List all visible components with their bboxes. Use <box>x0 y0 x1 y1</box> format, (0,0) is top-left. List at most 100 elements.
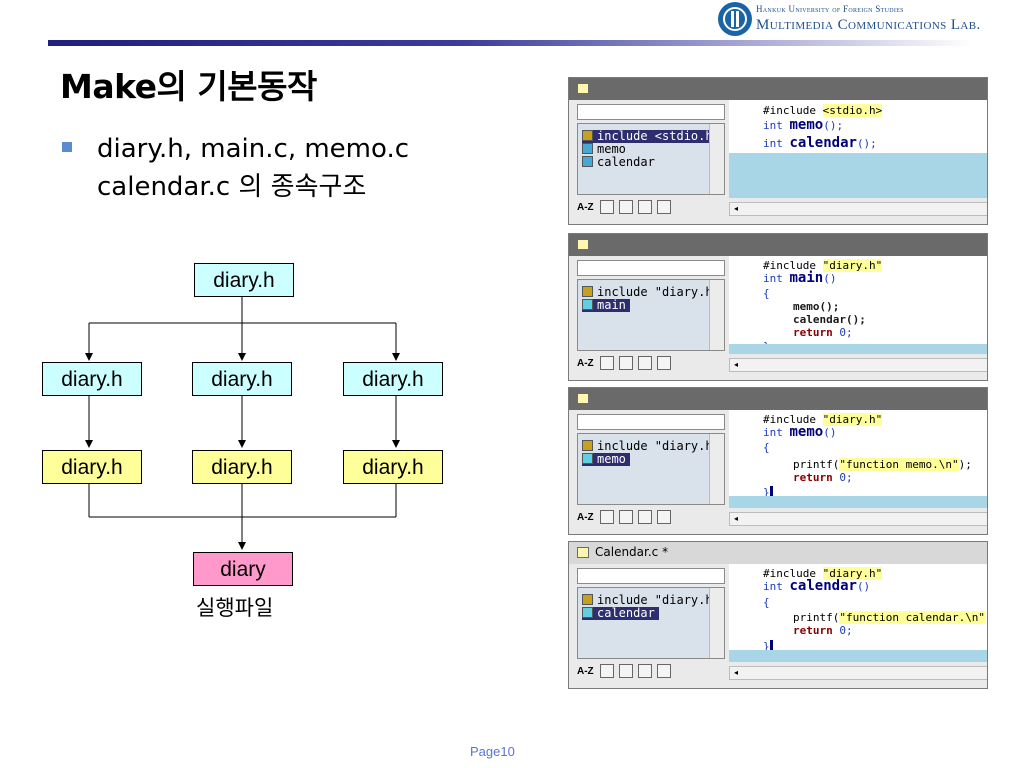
list-view-icon[interactable] <box>599 664 614 678</box>
file-icon <box>577 83 589 94</box>
tree-toolbar: A-Z <box>577 356 727 374</box>
university-name: Hankuk University of Foreign Studies <box>756 4 904 14</box>
code-line: return 0; <box>793 471 853 484</box>
symbol-combo[interactable] <box>577 414 725 430</box>
category-view-icon[interactable] <box>618 200 633 214</box>
horizontal-scrollbar[interactable]: ◂ <box>729 358 987 372</box>
sort-az-button[interactable]: A-Z <box>577 665 594 677</box>
code-line: #include <stdio.h> <box>763 104 883 117</box>
tree-item-main[interactable]: main <box>582 299 630 312</box>
list-view-icon[interactable] <box>599 510 614 524</box>
node-diary-h-left: diary.h <box>42 362 142 396</box>
node-diary-executable: diary <box>193 552 293 586</box>
tree-item-include[interactable]: include "diary.h" <box>582 594 720 607</box>
book-icon[interactable] <box>637 510 652 524</box>
book-icon[interactable] <box>637 200 652 214</box>
node-diary-h-left-2: diary.h <box>42 450 142 484</box>
tree-item-label: calendar <box>597 155 655 169</box>
file-icon <box>577 547 589 558</box>
symbol-combo[interactable] <box>577 568 725 584</box>
symbol-combo[interactable] <box>577 260 725 276</box>
code-line: } <box>763 486 773 499</box>
book-icon[interactable] <box>637 356 652 370</box>
text-cursor <box>769 640 773 651</box>
lab-name: Multimedia Communications Lab. <box>756 17 981 33</box>
tree-item-include[interactable]: include "diary.h" <box>582 440 720 453</box>
sort-az-button[interactable]: A-Z <box>577 357 594 369</box>
bullet-marker <box>62 142 72 152</box>
code-line: { <box>763 441 770 454</box>
include-icon <box>582 286 593 297</box>
page-value: 10 <box>500 744 515 759</box>
horizontal-scrollbar[interactable]: ◂ <box>729 202 987 216</box>
properties-icon[interactable] <box>656 510 671 524</box>
node-diary-h-right-2: diary.h <box>343 450 443 484</box>
category-view-icon[interactable] <box>618 356 633 370</box>
tree-item-label: include "diary.h" <box>597 439 720 453</box>
tree-item-calendar[interactable]: calendar <box>582 607 659 620</box>
code-line: } <box>763 640 773 653</box>
properties-icon[interactable] <box>656 356 671 370</box>
editor-panel-3: include "diary.h" memo A-Z #include "dia… <box>568 387 988 535</box>
editor-panel-1: include <stdio.h> memo calendar A-Z #inc… <box>568 77 988 225</box>
code-editor[interactable]: #include "diary.h" int calendar() { prin… <box>729 564 987 662</box>
tree-toolbar: A-Z <box>577 200 727 218</box>
sort-az-button[interactable]: A-Z <box>577 201 594 213</box>
code-line: #include "diary.h" <box>763 259 883 272</box>
code-line: printf("function calendar.\n"); <box>793 611 987 624</box>
symbol-tree: include "diary.h" main <box>577 279 725 351</box>
code-line: return 0; <box>793 326 853 339</box>
page-label: Page <box>470 744 501 759</box>
properties-icon[interactable] <box>656 200 671 214</box>
bullet-text: diary.h, main.c, memo.c calendar.c 의 종속구… <box>97 130 409 206</box>
properties-icon[interactable] <box>656 664 671 678</box>
tree-item-memo[interactable]: memo <box>582 453 630 466</box>
tree-scrollbar[interactable] <box>709 588 724 658</box>
tree-item-include[interactable]: include "diary.h" <box>582 286 720 299</box>
function-icon <box>582 143 593 154</box>
panel-titlebar <box>569 78 987 100</box>
tree-item-include[interactable]: include <stdio.h> <box>582 130 724 143</box>
text-cursor <box>769 486 773 497</box>
code-line: calendar(); <box>793 313 866 326</box>
tree-item-label: include "diary.h" <box>597 593 720 607</box>
code-line: memo(); <box>793 300 840 313</box>
node-diary-h-top: diary.h <box>194 263 294 297</box>
tree-item-label: calendar <box>597 606 655 620</box>
header-rule <box>48 40 973 46</box>
function-icon <box>582 453 593 464</box>
horizontal-scrollbar[interactable]: ◂ <box>729 666 987 680</box>
tree-item-memo[interactable]: memo <box>582 143 626 156</box>
category-view-icon[interactable] <box>618 510 633 524</box>
code-editor[interactable]: #include "diary.h" int main() { memo(); … <box>729 256 987 354</box>
symbol-combo[interactable] <box>577 104 725 120</box>
bullet-line-2: calendar.c 의 종속구조 <box>97 172 367 202</box>
list-view-icon[interactable] <box>599 356 614 370</box>
code-line: #include "diary.h" <box>763 567 883 580</box>
code-line: printf("function memo.\n"); <box>793 458 972 471</box>
symbol-tree: include "diary.h" calendar <box>577 587 725 659</box>
tree-item-label: memo <box>597 142 626 156</box>
category-view-icon[interactable] <box>618 664 633 678</box>
code-editor-empty-area <box>729 153 987 198</box>
code-line: { <box>763 596 770 609</box>
tree-toolbar: A-Z <box>577 664 727 682</box>
tree-item-label: main <box>597 298 626 312</box>
horizontal-scrollbar[interactable]: ◂ <box>729 512 987 526</box>
panel-titlebar <box>569 234 987 256</box>
tree-scrollbar[interactable] <box>709 434 724 504</box>
editor-panel-2: include "diary.h" main A-Z #include "dia… <box>568 233 988 381</box>
tree-item-calendar[interactable]: calendar <box>582 156 655 169</box>
book-icon[interactable] <box>637 664 652 678</box>
list-view-icon[interactable] <box>599 200 614 214</box>
sort-az-button[interactable]: A-Z <box>577 511 594 523</box>
function-icon <box>582 156 593 167</box>
code-line: int memo() <box>763 424 837 440</box>
code-line: int memo(); <box>763 117 844 133</box>
bullet-line-1: diary.h, main.c, memo.c <box>97 134 410 164</box>
tree-scrollbar[interactable] <box>709 280 724 350</box>
code-editor[interactable]: #include "diary.h" int memo() { printf("… <box>729 410 987 508</box>
include-icon <box>582 130 593 141</box>
tree-item-label: memo <box>597 452 626 466</box>
tree-scrollbar[interactable] <box>709 124 724 194</box>
